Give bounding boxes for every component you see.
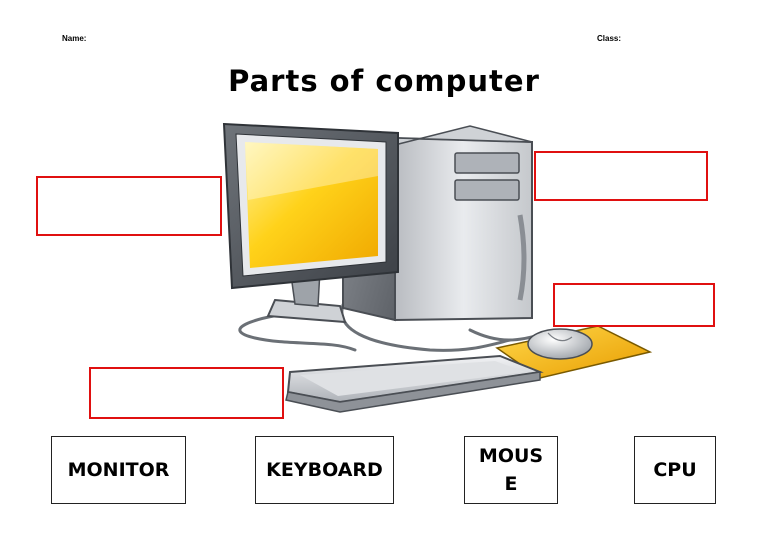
name-label: Name: (62, 34, 87, 43)
answer-box-monitor[interactable] (36, 176, 222, 236)
monitor (222, 122, 399, 324)
answer-box-keyboard[interactable] (89, 367, 284, 419)
word-card-keyboard[interactable]: KEYBOARD (255, 436, 394, 504)
keyboard (285, 354, 544, 413)
mouse (527, 328, 593, 360)
worksheet-title: Parts of computer (228, 64, 540, 98)
class-label: Class: (597, 34, 622, 43)
word-card-mouse[interactable]: MOUS E (464, 436, 558, 504)
answer-box-mouse[interactable] (553, 283, 715, 327)
word-card-monitor[interactable]: MONITOR (51, 436, 186, 504)
answer-box-cpu[interactable] (534, 151, 708, 201)
word-card-cpu[interactable]: CPU (634, 436, 716, 504)
